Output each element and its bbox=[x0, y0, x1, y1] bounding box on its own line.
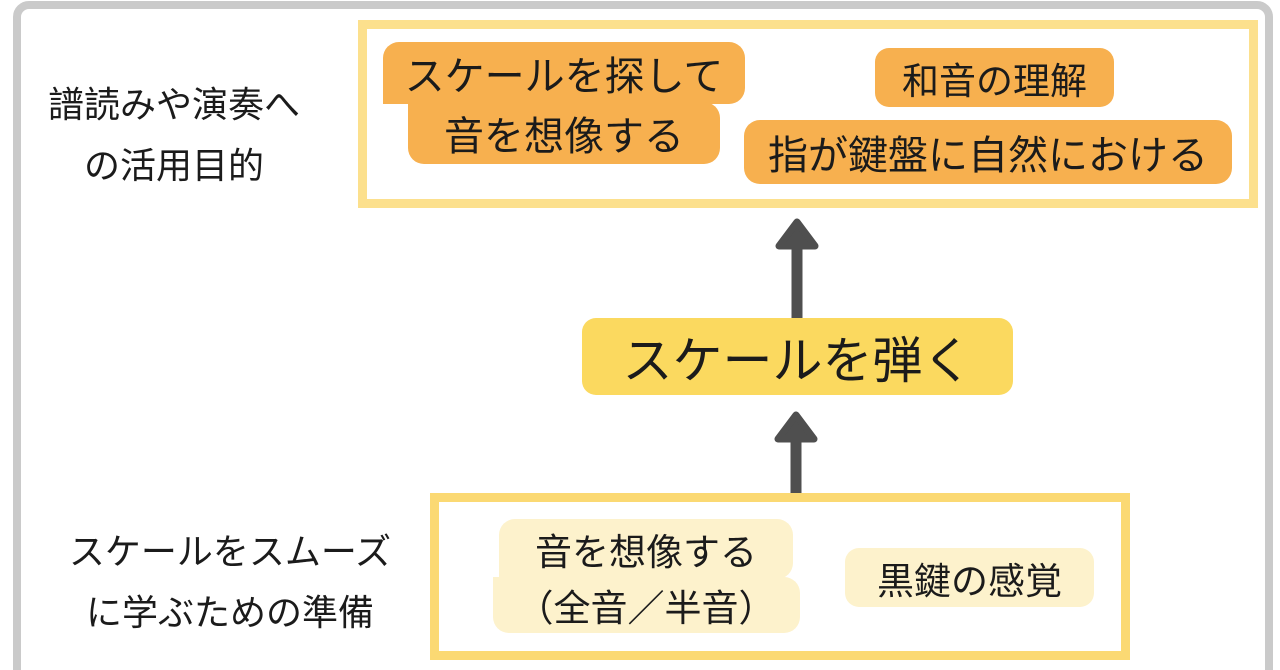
bottom-section-label-line1: スケールをスムーズ bbox=[68, 531, 392, 572]
pill-find-scale-line2: 音を想像する bbox=[408, 102, 720, 164]
top-section-label-line1: 譜読みや演奏へ bbox=[47, 84, 300, 125]
pill-find-scale: スケールを探して 音を想像する bbox=[374, 42, 754, 164]
pill-chord-understanding: 和音の理解 bbox=[875, 48, 1114, 107]
pill-imagine-notes-line2: （全音／半音） bbox=[492, 577, 800, 633]
pill-imagine-notes: 音を想像する （全音／半音） bbox=[478, 519, 814, 633]
pill-find-scale-line1: スケールを探して bbox=[382, 42, 746, 104]
bottom-section-label-line2: に学ぶための準備 bbox=[85, 592, 374, 633]
center-node-play-scale: スケールを弾く bbox=[582, 318, 1013, 395]
top-section-label: 譜読みや演奏へ の活用目的 bbox=[24, 74, 324, 196]
up-arrow-icon bbox=[775, 218, 819, 318]
bottom-section-label: スケールをスムーズ に学ぶための準備 bbox=[25, 521, 435, 643]
pill-fingers-on-keys: 指が鍵盤に自然における bbox=[744, 120, 1232, 184]
pill-black-keys-feel: 黒鍵の感覚 bbox=[845, 548, 1094, 607]
up-arrow-icon bbox=[774, 411, 818, 495]
pill-imagine-notes-line1: 音を想像する bbox=[499, 519, 793, 579]
top-section-label-line2: の活用目的 bbox=[83, 145, 264, 186]
slide-frame bbox=[13, 1, 1273, 670]
